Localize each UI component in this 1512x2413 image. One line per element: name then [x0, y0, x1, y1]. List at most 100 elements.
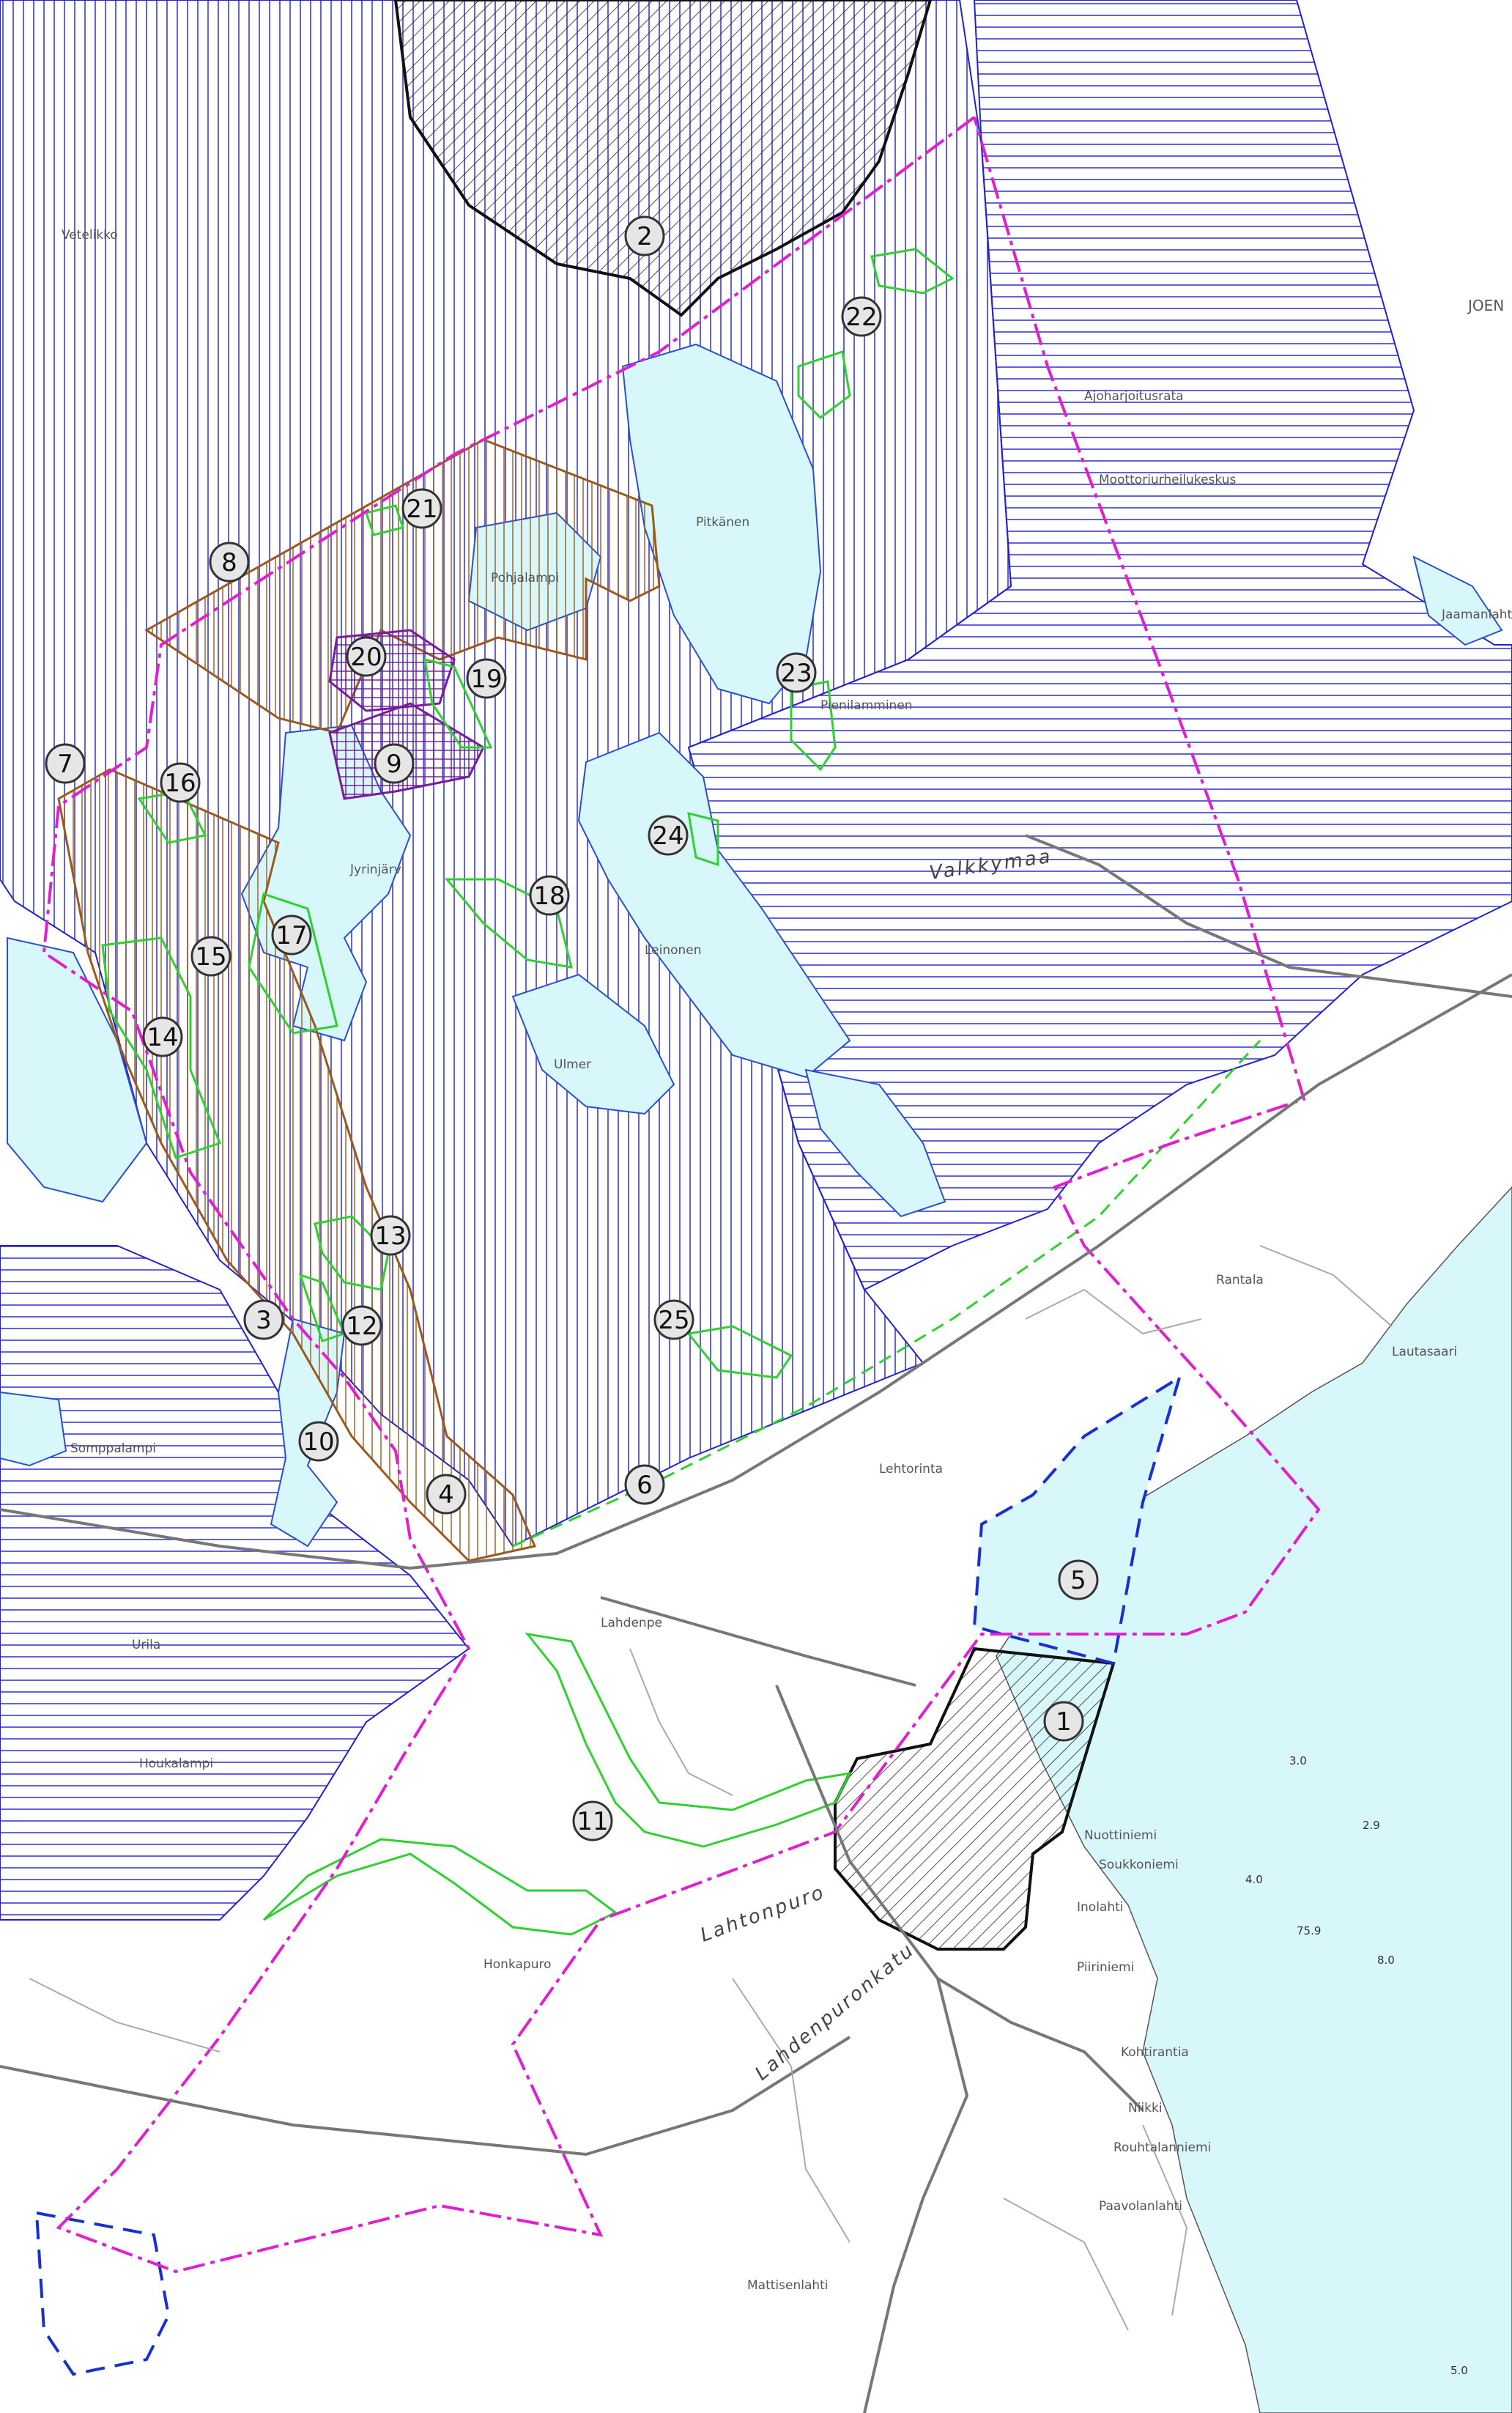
zone-black-north: [393, 0, 933, 317]
road-east: [936, 1977, 1144, 2112]
area-number-text: 17: [275, 921, 307, 950]
area-number-marker: 19: [466, 658, 507, 699]
depth-value: 5.0: [1450, 2364, 1468, 2377]
area-number-text: 24: [652, 821, 683, 851]
area-number-marker: 8: [209, 542, 250, 583]
green-outline-17: [248, 893, 338, 1035]
area-number-text: 18: [533, 882, 565, 911]
minor-road-5: [1003, 2198, 1129, 2331]
lake-west: [7, 936, 148, 1203]
plan-boundary: [42, 116, 1321, 2274]
place-label: Ulmer: [554, 1057, 591, 1072]
area-number-circle: [45, 743, 86, 784]
place-label: Lahdenpe: [601, 1616, 662, 1630]
railway: [0, 973, 1512, 1570]
area-number-text: 3: [256, 1306, 272, 1335]
place-label: Lehtorinta: [879, 1462, 943, 1477]
area-number-text: 4: [438, 1480, 454, 1509]
area-number-marker: 7: [45, 743, 86, 784]
area-number-text: 1: [1056, 1707, 1072, 1737]
lake-laukka: [804, 1068, 946, 1218]
green-outline-21: [365, 504, 404, 536]
area-number-circle: [466, 658, 507, 699]
area-number-text: 9: [386, 750, 402, 779]
area-number-text: 7: [57, 750, 73, 779]
edge-label: JOEN: [1467, 297, 1504, 314]
area-number-text: 16: [164, 769, 196, 798]
place-label: Somppalampi: [70, 1441, 156, 1456]
green-outline-25: [686, 1325, 793, 1379]
area-number-circle: [624, 1464, 665, 1505]
area-number-circle: [209, 542, 250, 583]
area-number-circle: [572, 1800, 613, 1841]
lake-somppalampi: [0, 1391, 67, 1467]
area-number-text: 19: [470, 665, 502, 694]
area-number-circle: [298, 1421, 339, 1462]
place-label: Urila: [132, 1638, 160, 1652]
area-number-text: 13: [374, 1222, 406, 1251]
depth-labels: 3.0 2.9 4.0 75.9 8.0 5.0: [1245, 1754, 1468, 2377]
area-number-text: 5: [1070, 1566, 1086, 1595]
zone-brown-southwest: [57, 768, 537, 1562]
minor-road-1: [629, 1648, 733, 1796]
place-label: Jyrinjärvi: [349, 862, 404, 877]
area-number-marker: 3: [243, 1299, 284, 1340]
depth-value: 75.9: [1297, 1924, 1321, 1937]
area-number-text: 2: [637, 222, 653, 251]
area-number-text: 14: [147, 1023, 178, 1052]
road-north: [1025, 834, 1512, 998]
area-number-circle: [1058, 1559, 1099, 1600]
area-number-marker: 14: [142, 1016, 183, 1057]
place-label: Ajoharjoitusrata: [1084, 389, 1184, 404]
area-number-marker: 23: [776, 652, 817, 693]
area-number-marker: 17: [271, 914, 312, 956]
minor-road-7: [1259, 1245, 1393, 1327]
area-number-marker: 6: [624, 1464, 665, 1505]
area-number-circle: [190, 936, 231, 977]
area-number-circle: [648, 815, 689, 856]
place-label: Kohtirantia: [1121, 2045, 1189, 2060]
area-number-marker: 24: [648, 815, 689, 856]
area-number-marker: 1: [1043, 1701, 1084, 1742]
place-label: Leinonen: [645, 943, 702, 958]
area-number-text: 10: [303, 1427, 334, 1457]
road-town: [600, 1596, 916, 1687]
green-outline-14: [101, 936, 221, 1159]
zone-dashed-southwest: [34, 2211, 171, 2376]
area-number-marker: 18: [529, 875, 570, 916]
area-number-text: 8: [221, 548, 237, 577]
area-number-circle: [529, 875, 570, 916]
area-number-circle: [341, 1305, 382, 1346]
green-outline-11: [525, 1632, 852, 1848]
area-number-marker: 21: [401, 488, 442, 529]
place-labels: Vetelikko Pohjalampi Pitkänen Pienilammi…: [62, 228, 1512, 2293]
green-outline-18: [444, 878, 574, 969]
area-number-text: 15: [195, 942, 226, 972]
place-label: Piiriniemi: [1077, 1960, 1134, 1975]
place-label: Pitkänen: [696, 515, 749, 530]
area-number-marker: 13: [370, 1215, 411, 1256]
area-number-text: 6: [637, 1471, 653, 1500]
area-number-marker: 12: [341, 1305, 382, 1346]
place-label: Nuottiniemi: [1084, 1828, 1157, 1843]
area-number-circle: [401, 488, 442, 529]
lake-ulmer: [511, 973, 675, 1115]
place-label: Inolahti: [1077, 1900, 1124, 1915]
area-number-circle: [346, 636, 387, 677]
place-label: Rouhtalanniemi: [1113, 2140, 1211, 2155]
area-number-marker: 2: [624, 215, 665, 256]
place-label: Houkalampi: [139, 1756, 213, 1771]
area-number-text: 11: [577, 1807, 608, 1836]
area-number-text: 23: [780, 659, 812, 688]
road-west: [0, 2036, 851, 2157]
area-number-text: 25: [658, 1306, 689, 1335]
green-outline-24: [687, 811, 719, 867]
green-outline-honkapuro: [262, 1838, 618, 1936]
place-label: Soukkoniemi: [1099, 1858, 1179, 1872]
lake-leinonen: [577, 731, 851, 1079]
main-road-south: [775, 1685, 969, 2413]
area-number-circle: [271, 914, 312, 956]
roads: [0, 834, 1512, 2413]
area-number-marker: 16: [160, 762, 201, 803]
area-number-markers: 1234567891011121314151617181920212223242…: [45, 215, 1099, 1841]
